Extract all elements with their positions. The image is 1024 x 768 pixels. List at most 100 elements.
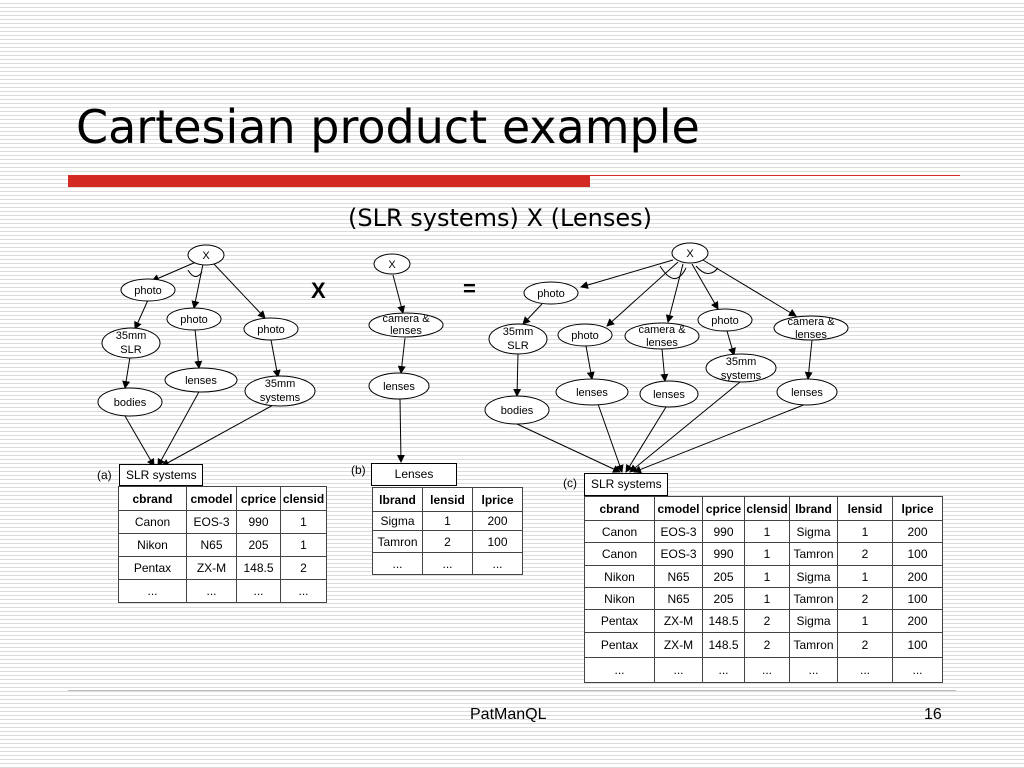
column-header: cprice bbox=[236, 486, 281, 511]
table-cell: 1 bbox=[744, 587, 790, 610]
table-cell: ... bbox=[422, 552, 473, 575]
table-cell: 205 bbox=[702, 587, 745, 610]
table-cell: 1 bbox=[280, 533, 327, 557]
table-row: Nikon N65 205 1 Tamron 2 100 bbox=[584, 587, 943, 610]
table-cell: ... bbox=[702, 657, 745, 683]
column-header: cbrand bbox=[118, 486, 187, 511]
tree-c-bodies-label: bodies bbox=[501, 405, 534, 417]
table-cell: EOS-3 bbox=[654, 542, 703, 566]
table-cell: ... bbox=[837, 657, 893, 683]
column-header: lprice bbox=[892, 496, 943, 521]
table-cell: 200 bbox=[892, 609, 943, 633]
table-cell: 2 bbox=[744, 609, 790, 633]
relation-name-box: SLR systems bbox=[584, 473, 668, 496]
relation-name-box: SLR systems bbox=[119, 464, 203, 486]
table-cell: 148.5 bbox=[702, 632, 745, 658]
tree-c-slr-node bbox=[488, 323, 548, 355]
table-row: ... ... ... ... ... ... ... bbox=[584, 657, 943, 683]
tree-b-camera-label: lenses bbox=[390, 325, 422, 337]
table-cell: Sigma bbox=[789, 609, 838, 633]
tree-a-bodies-label: bodies bbox=[114, 397, 147, 409]
tree-a-photo-label: photo bbox=[180, 314, 208, 326]
table-cell: 205 bbox=[236, 533, 281, 557]
table-cell: 200 bbox=[892, 565, 943, 588]
table-cell: Tamron bbox=[789, 632, 838, 658]
tree-a-systems-node bbox=[244, 375, 316, 407]
table-cell: Pentax bbox=[118, 556, 187, 580]
tree-c-photo-label: photo bbox=[537, 288, 565, 300]
relation-name: SLR systems bbox=[126, 468, 197, 482]
tree-c-camera-node bbox=[624, 322, 700, 350]
table-cell: 200 bbox=[892, 520, 943, 543]
table-cell: 2 bbox=[837, 587, 893, 610]
tree-c-camera-label: camera & bbox=[638, 324, 686, 336]
table-cell: Tamron bbox=[372, 530, 423, 553]
table-header-row: cbrand cmodel cprice clensid lbrand lens… bbox=[584, 496, 943, 521]
tree-a-slr-label: SLR bbox=[120, 344, 141, 356]
tree-c-slr-label: SLR bbox=[507, 340, 528, 352]
table-cell: 990 bbox=[702, 520, 745, 543]
tree-a-slr-label: 35mm bbox=[116, 330, 147, 342]
tree-a-systems-label: systems bbox=[260, 392, 301, 404]
tree-a-root-label: X bbox=[202, 250, 210, 262]
table-row: ... ... ... bbox=[372, 552, 523, 575]
equals-operator: = bbox=[463, 276, 476, 301]
relation-name-box: Lenses bbox=[371, 463, 457, 486]
table-header-row: lbrand lensid lprice bbox=[372, 487, 523, 512]
column-header: cprice bbox=[702, 496, 745, 521]
relation-table-c: cbrand cmodel cprice clensid lbrand lens… bbox=[584, 496, 943, 683]
table-cell: 100 bbox=[892, 542, 943, 566]
table-cell: ... bbox=[472, 552, 523, 575]
column-header: cmodel bbox=[654, 496, 703, 521]
table-row: Pentax ZX-M 148.5 2 Tamron 2 100 bbox=[584, 632, 943, 658]
table-cell: 1 bbox=[744, 565, 790, 588]
table-cell: 205 bbox=[702, 565, 745, 588]
tree-b-root-label: X bbox=[388, 259, 396, 271]
table-cell: 1 bbox=[422, 511, 473, 531]
subtitle: (SLR systems) X (Lenses) bbox=[347, 204, 653, 232]
times-operator: X bbox=[311, 278, 326, 303]
table-cell: Canon bbox=[118, 510, 187, 534]
table-cell: ... bbox=[892, 657, 943, 683]
column-header: clensid bbox=[280, 486, 327, 511]
panel-label-c: (c) bbox=[563, 476, 577, 490]
table-cell: EOS-3 bbox=[186, 510, 237, 534]
table-cell: Sigma bbox=[789, 565, 838, 588]
table-cell: Tamron bbox=[789, 542, 838, 566]
tree-c-lenses-node bbox=[555, 378, 629, 406]
table-row: ... ... ... ... bbox=[118, 579, 327, 603]
table-cell: 100 bbox=[892, 587, 943, 610]
column-header: lbrand bbox=[372, 487, 423, 512]
relation-table-b: lbrand lensid lprice Sigma 1 200 Tamron … bbox=[372, 487, 523, 575]
table-cell: 100 bbox=[892, 632, 943, 658]
tree-c-photo-node bbox=[697, 308, 753, 332]
tree-b-lenses-label: lenses bbox=[383, 381, 415, 393]
table-cell: 990 bbox=[236, 510, 281, 534]
tree-a-photo-label: photo bbox=[257, 324, 285, 336]
table-cell: Canon bbox=[584, 520, 655, 543]
relation-name: SLR systems bbox=[591, 477, 662, 491]
tree-c-lenses-node bbox=[776, 378, 838, 406]
tree-c-camera-node bbox=[773, 315, 849, 341]
column-header: clensid bbox=[744, 496, 790, 521]
table-cell: ... bbox=[236, 579, 281, 603]
title-underline-thin bbox=[590, 175, 960, 176]
panel-label-b: (b) bbox=[351, 463, 366, 477]
tree-b-camera-node bbox=[368, 312, 444, 338]
tree-a-photo-node bbox=[166, 307, 222, 331]
tree-a-lenses-node bbox=[164, 367, 238, 393]
tree-c-camera-label: lenses bbox=[646, 337, 678, 349]
footer-label: PatManQL bbox=[470, 706, 547, 723]
panel-label-a: (a) bbox=[97, 468, 112, 482]
table-cell: 1 bbox=[744, 542, 790, 566]
relation-table-a: cbrand cmodel cprice clensid Canon EOS-3… bbox=[118, 486, 327, 603]
tree-c-systems-label: systems bbox=[721, 370, 762, 382]
tree-b: X camera & lenses lenses bbox=[368, 253, 444, 463]
table-cell: ZX-M bbox=[654, 609, 703, 633]
table-cell: Tamron bbox=[789, 587, 838, 610]
column-header: lprice bbox=[472, 487, 523, 512]
table-row: Canon EOS-3 990 1 Tamron 2 100 bbox=[584, 542, 943, 566]
table-row: Canon EOS-3 990 1 bbox=[118, 510, 327, 534]
table-row: Nikon N65 205 1 bbox=[118, 533, 327, 557]
